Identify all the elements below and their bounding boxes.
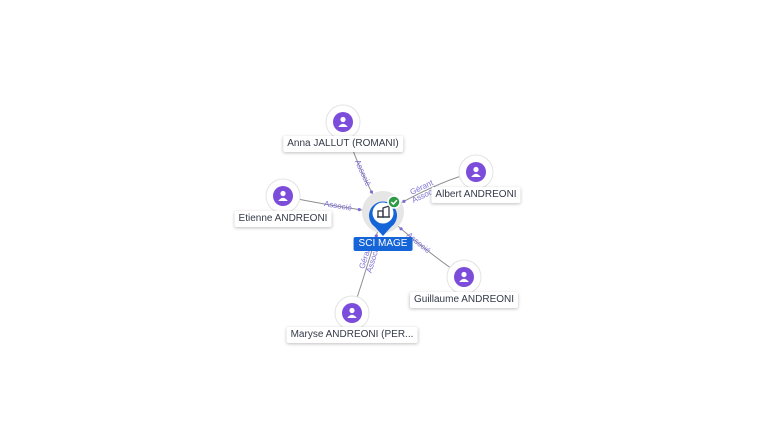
node-label-etienne[interactable]: Etienne ANDREONI: [234, 211, 332, 227]
edge-arrow-maryse: [374, 234, 378, 238]
person-node-guillaume[interactable]: [446, 259, 482, 295]
person-icon: [459, 271, 469, 282]
node-label-anna[interactable]: Anna JALLUT (ROMANI): [283, 136, 403, 152]
edge-arrow-albert: [402, 199, 406, 203]
edge-arrow-guillaume: [399, 227, 403, 231]
person-node-albert[interactable]: [458, 154, 494, 190]
edge-arrow-anna: [369, 190, 374, 194]
nodes-layer: [265, 104, 494, 331]
node-label-guillaume[interactable]: Guillaume ANDREONI: [409, 292, 519, 308]
edge-arrow-etienne: [357, 207, 361, 212]
center-node[interactable]: [362, 191, 404, 236]
center-node-label[interactable]: SCI MAGE: [353, 237, 413, 251]
person-node-maryse[interactable]: [334, 295, 370, 331]
person-node-anna[interactable]: [325, 104, 361, 140]
person-icon: [347, 307, 357, 318]
person-icon: [471, 166, 481, 177]
person-icon: [278, 190, 288, 201]
person-node-etienne[interactable]: [265, 178, 301, 214]
node-label-albert[interactable]: Albert ANDREONI: [431, 187, 521, 203]
edge-role-label: Associé: [353, 158, 373, 188]
check-icon: [387, 195, 401, 209]
node-label-maryse[interactable]: Maryse ANDREONI (PER...: [286, 327, 418, 343]
person-icon: [338, 116, 348, 127]
